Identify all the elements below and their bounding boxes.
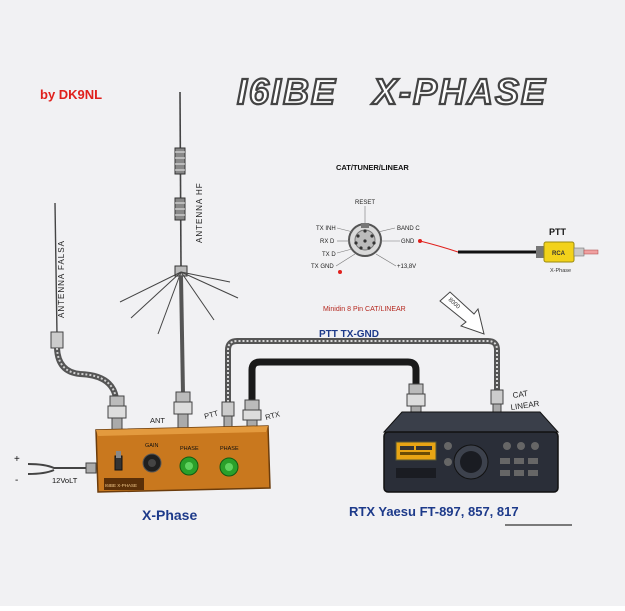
power-plus: +	[14, 454, 20, 465]
author-label: by DK9NL	[40, 87, 102, 102]
knob-phase1-label: PHASE	[180, 446, 199, 452]
pin-tx-inh: TX INH	[316, 226, 336, 232]
ptt-label: PTT	[549, 227, 567, 237]
power-lead	[27, 462, 97, 475]
page-title: I6IBE X-PHASE	[237, 71, 547, 112]
ptt-wire	[338, 239, 543, 274]
pin-gnd: GND	[401, 239, 415, 245]
box-front-label: I6IBE X-PHASE	[105, 483, 137, 488]
cat-label-1: CAT	[512, 389, 529, 400]
pin-reset: RESET	[355, 200, 375, 206]
radio-caption: RTX Yaesu FT-897, 857, 817	[349, 504, 519, 519]
minidin-connector	[335, 206, 400, 267]
connector-caption: Minidin 8 Pin CAT/LINEAR	[323, 306, 406, 313]
port-ant-label: ANT	[150, 416, 165, 425]
x-phase-caption: X-Phase	[142, 507, 197, 523]
rca-label: RCA	[552, 251, 566, 257]
hf-antenna-label: ANTENNA HF	[195, 182, 204, 243]
power-minus: -	[15, 475, 18, 486]
pin-tx-d: TX D	[322, 252, 336, 258]
connector-heading: CAT/TUNER/LINEAR	[336, 163, 409, 172]
false-antenna	[50, 202, 127, 433]
port-ptt-label: PTT	[203, 408, 219, 420]
cat-label-2: LINEAR	[510, 399, 540, 412]
rca-plug	[536, 241, 599, 263]
pin-13v: +13,8V	[397, 264, 416, 270]
knob-gain-label: GAIN	[145, 443, 158, 449]
ptt-sub-label: X-Phase	[550, 268, 571, 274]
pin-rx-d: RX D	[320, 239, 335, 245]
false-antenna-label: ANTENNA FALSA	[57, 240, 66, 318]
power-label: 12VoLT	[52, 476, 78, 485]
hf-antenna	[119, 91, 239, 431]
outline-arrow	[439, 291, 485, 335]
pin-tx-gnd: TX GND	[311, 264, 334, 270]
pin-band-c: BAND C	[397, 226, 420, 232]
yaesu-radio	[382, 411, 560, 493]
port-rtx-label: RTX	[264, 409, 281, 422]
x-phase-box	[95, 425, 271, 493]
ptt-tx-gnd-label: PTT TX-GND	[319, 329, 379, 340]
knob-phase2-label: PHASE	[220, 446, 239, 452]
